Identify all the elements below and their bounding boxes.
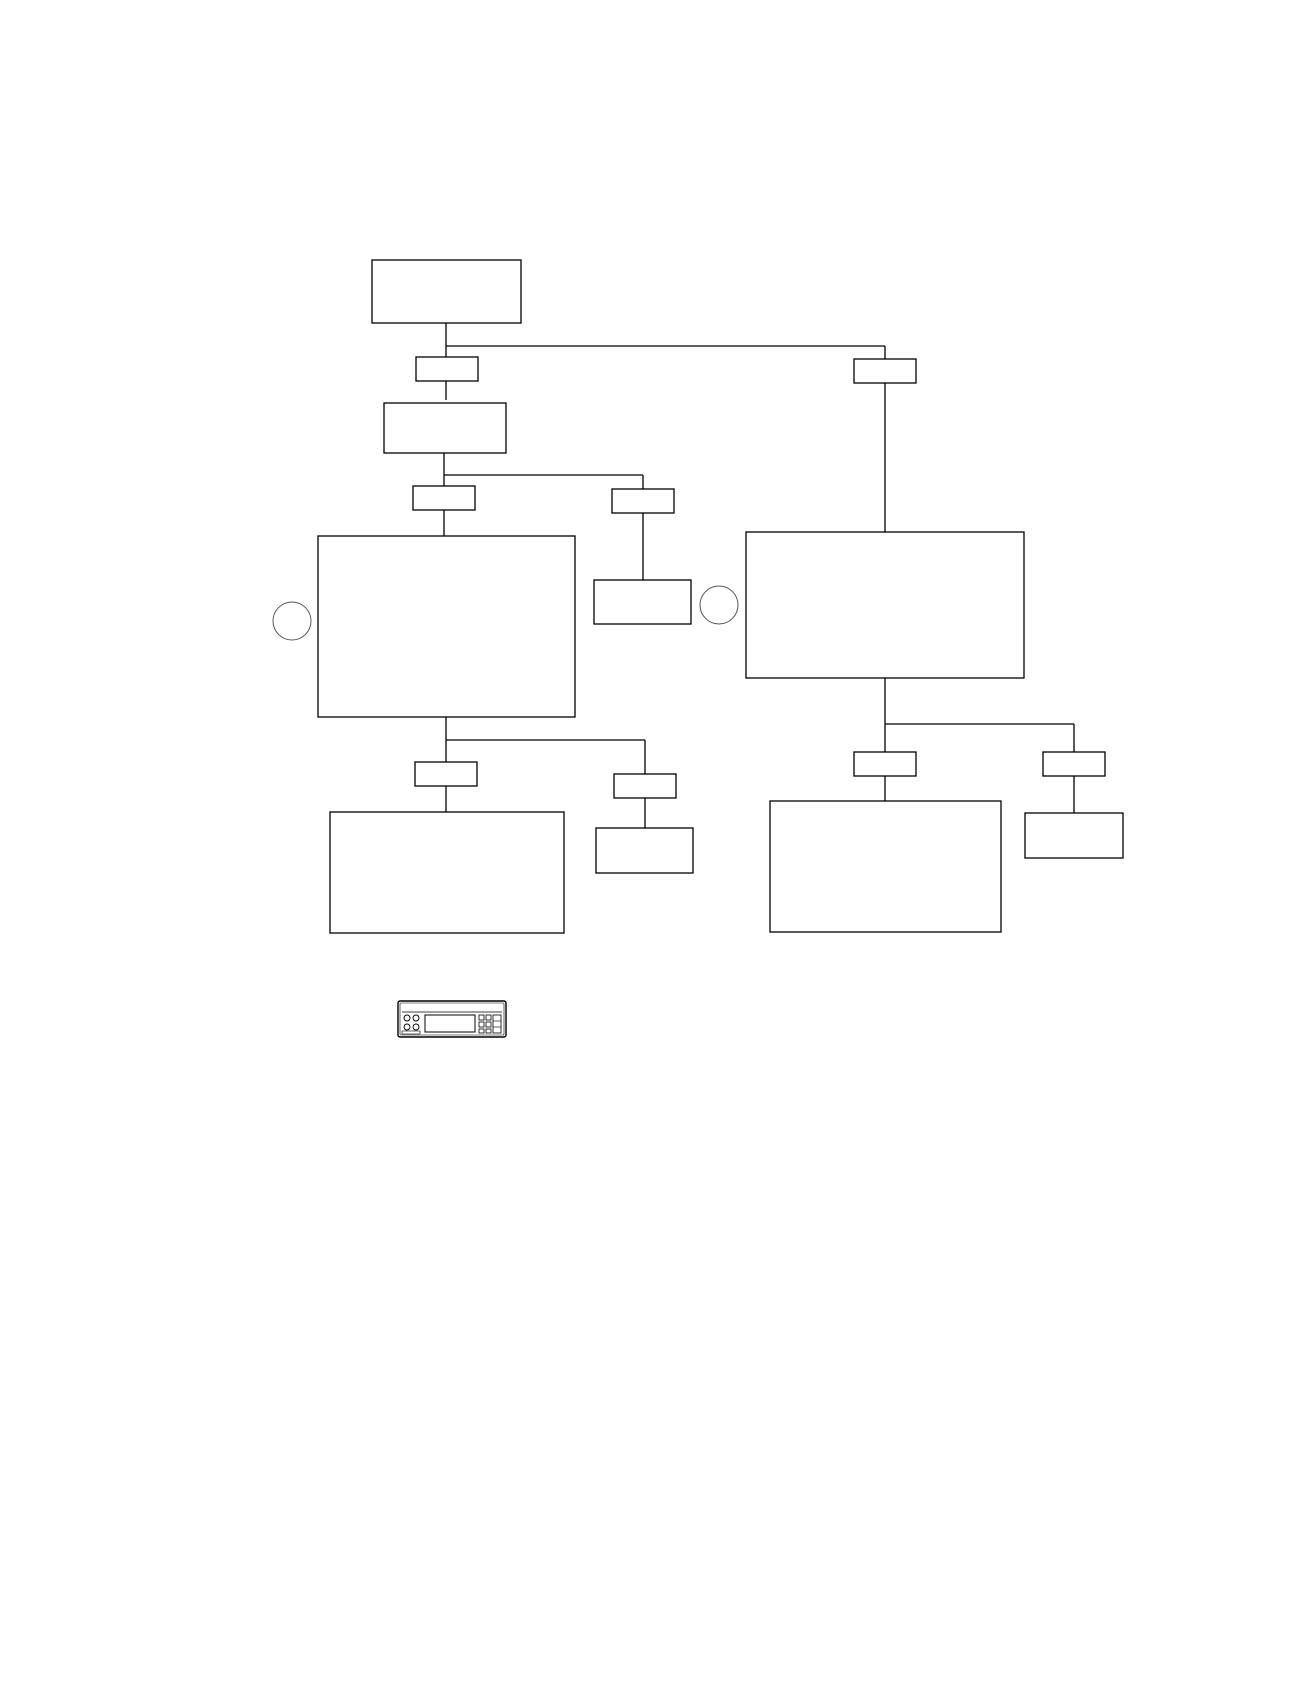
box-result-r-a	[769, 800, 1002, 933]
radio-head-unit-icon	[397, 1000, 507, 1038]
label-box-decision-2b	[611, 488, 675, 514]
label-box-decision-right	[853, 358, 917, 384]
label-box-decision-r-a	[853, 751, 917, 777]
box-start	[371, 259, 522, 324]
box-result-r-b	[1024, 812, 1124, 859]
box-step-2	[383, 402, 507, 454]
box-result-2b	[593, 579, 692, 625]
label-box-decision-3b	[613, 773, 677, 799]
box-result-3b	[595, 827, 694, 874]
label-box-decision-3a	[414, 761, 478, 787]
flowchart-boxes	[317, 259, 1124, 934]
box-step-right	[745, 531, 1025, 679]
label-box-decision-2a	[412, 485, 476, 511]
label-box-decision-r-b	[1042, 751, 1106, 777]
markers	[272, 585, 739, 641]
box-step-3	[317, 535, 576, 718]
marker-circle-right	[699, 585, 739, 625]
marker-circle-left	[272, 601, 312, 641]
box-result-3a	[329, 811, 565, 934]
label-box-decision-left	[415, 356, 479, 382]
